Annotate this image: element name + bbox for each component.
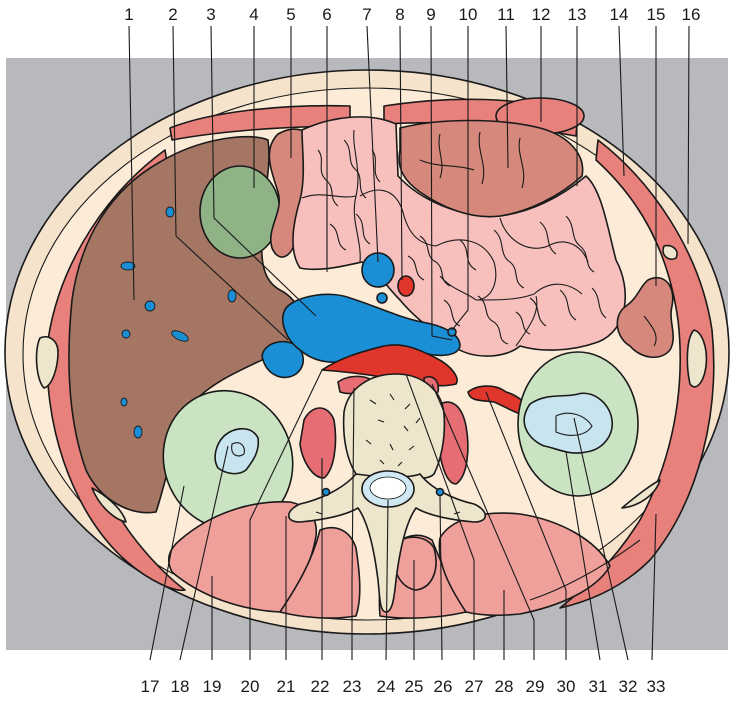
bottom-labels: 17 18 19 20 21 22 23 24 25 26 27 28 29 3…	[141, 677, 666, 696]
label-33: 33	[647, 677, 666, 696]
label-30: 30	[557, 677, 576, 696]
lumbar-vessel-right	[323, 489, 330, 496]
label-28: 28	[495, 677, 514, 696]
lumbar-vessel-left	[437, 489, 444, 496]
label-18: 18	[171, 677, 190, 696]
label-27: 27	[465, 677, 484, 696]
label-11: 11	[497, 5, 515, 24]
label-14: 14	[610, 5, 629, 24]
label-15: 15	[647, 5, 666, 24]
vertebral-body	[344, 374, 445, 478]
label-9: 9	[426, 5, 435, 24]
label-26: 26	[434, 677, 453, 696]
label-20: 20	[241, 677, 260, 696]
label-8: 8	[395, 5, 404, 24]
label-31: 31	[589, 677, 608, 696]
label-12: 12	[532, 5, 551, 24]
label-17: 17	[141, 677, 160, 696]
label-1: 1	[124, 5, 133, 24]
label-13: 13	[568, 5, 587, 24]
label-3: 3	[206, 5, 215, 24]
mesenteric-vein-small	[377, 293, 387, 303]
label-24: 24	[377, 677, 396, 696]
label-5: 5	[286, 5, 295, 24]
gallbladder	[200, 166, 280, 258]
label-4: 4	[249, 5, 258, 24]
label-22: 22	[311, 677, 330, 696]
spinal-canal-inner	[370, 477, 406, 499]
label-7: 7	[362, 5, 371, 24]
label-16: 16	[682, 5, 701, 24]
label-25: 25	[405, 677, 424, 696]
top-labels: 1 2 3 4 5 6 7 8 9 10 11 12 13 14 15 16	[124, 5, 700, 24]
rib-small-left	[663, 246, 677, 260]
superior-mesenteric-artery	[398, 276, 414, 296]
label-23: 23	[343, 677, 362, 696]
label-10: 10	[459, 5, 478, 24]
label-29: 29	[526, 677, 545, 696]
label-2: 2	[168, 5, 177, 24]
label-21: 21	[277, 677, 296, 696]
label-32: 32	[619, 677, 638, 696]
label-19: 19	[203, 677, 222, 696]
label-6: 6	[322, 5, 331, 24]
